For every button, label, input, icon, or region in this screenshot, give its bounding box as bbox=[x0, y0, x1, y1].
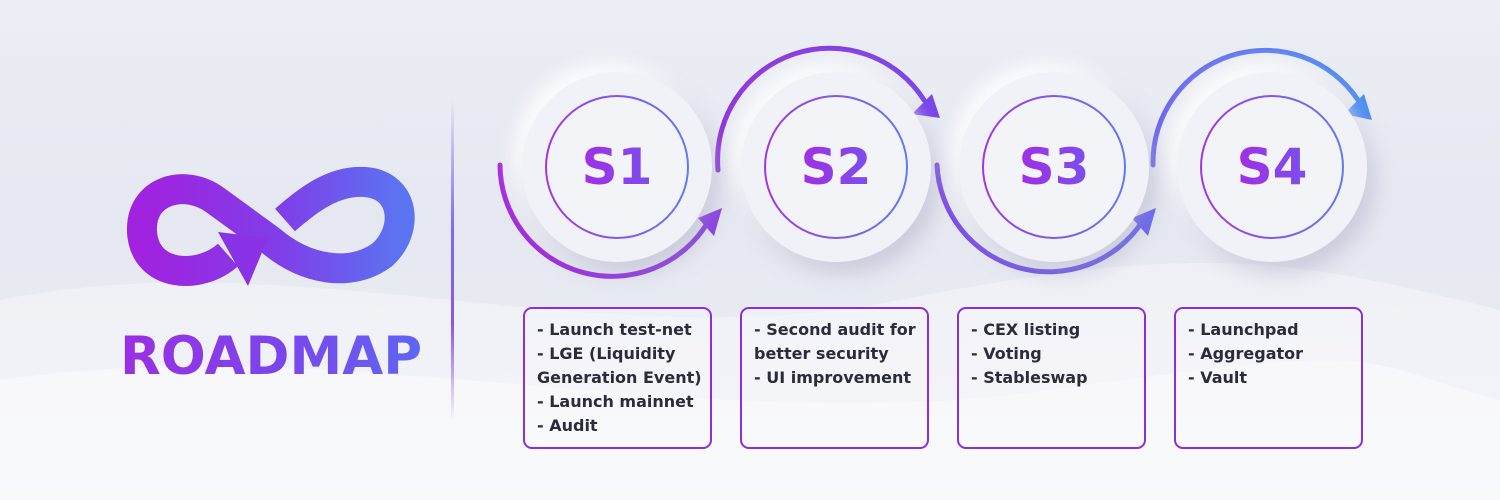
milestone-box-s4: - Launchpad - Aggregator - Vault bbox=[1174, 307, 1363, 449]
milestone-box-s3: - CEX listing - Voting - Stableswap bbox=[957, 307, 1146, 449]
stage-circle-s1: S1 bbox=[522, 72, 712, 262]
vertical-divider bbox=[451, 100, 454, 420]
milestone-item: - Aggregator bbox=[1188, 344, 1304, 363]
stage-label: S2 bbox=[800, 138, 872, 196]
milestone-item: better security bbox=[754, 344, 889, 363]
milestone-item: - Vault bbox=[1188, 368, 1248, 387]
milestone-item: - CEX listing bbox=[971, 320, 1081, 339]
milestone-item: - Launchpad bbox=[1188, 320, 1299, 339]
infinity-loop-arrow-icon bbox=[127, 166, 415, 286]
stage-label: S3 bbox=[1018, 138, 1090, 196]
roadmap-title: ROADMAP bbox=[120, 326, 423, 387]
stage-circle-s3: S3 bbox=[959, 72, 1149, 262]
milestone-item: Generation Event) bbox=[537, 368, 702, 387]
milestone-item: - Launch test-net bbox=[537, 320, 692, 339]
milestone-item: - Stableswap bbox=[971, 368, 1088, 387]
arrow-s3-s4 bbox=[934, 162, 1156, 275]
stage-circle-s2: S2 bbox=[741, 72, 931, 262]
milestone-item: - UI improvement bbox=[754, 368, 912, 387]
stage-label: S4 bbox=[1236, 138, 1308, 196]
milestone-box-s1: - Launch test-net - LGE (Liquidity Gener… bbox=[523, 307, 712, 449]
milestone-item: - Launch mainnet bbox=[537, 392, 694, 411]
milestone-item: - Second audit for bbox=[754, 320, 916, 339]
arrow-s1-s2 bbox=[497, 162, 722, 279]
stage-label: S1 bbox=[581, 138, 653, 196]
milestone-item: - LGE (Liquidity bbox=[537, 344, 676, 363]
milestone-item: - Audit bbox=[537, 416, 598, 435]
milestone-box-s2: - Second audit for better security - UI … bbox=[740, 307, 929, 449]
milestone-item: - Voting bbox=[971, 344, 1042, 363]
stage-circle-s4: S4 bbox=[1177, 72, 1367, 262]
arrow-s2-s3 bbox=[715, 45, 940, 173]
